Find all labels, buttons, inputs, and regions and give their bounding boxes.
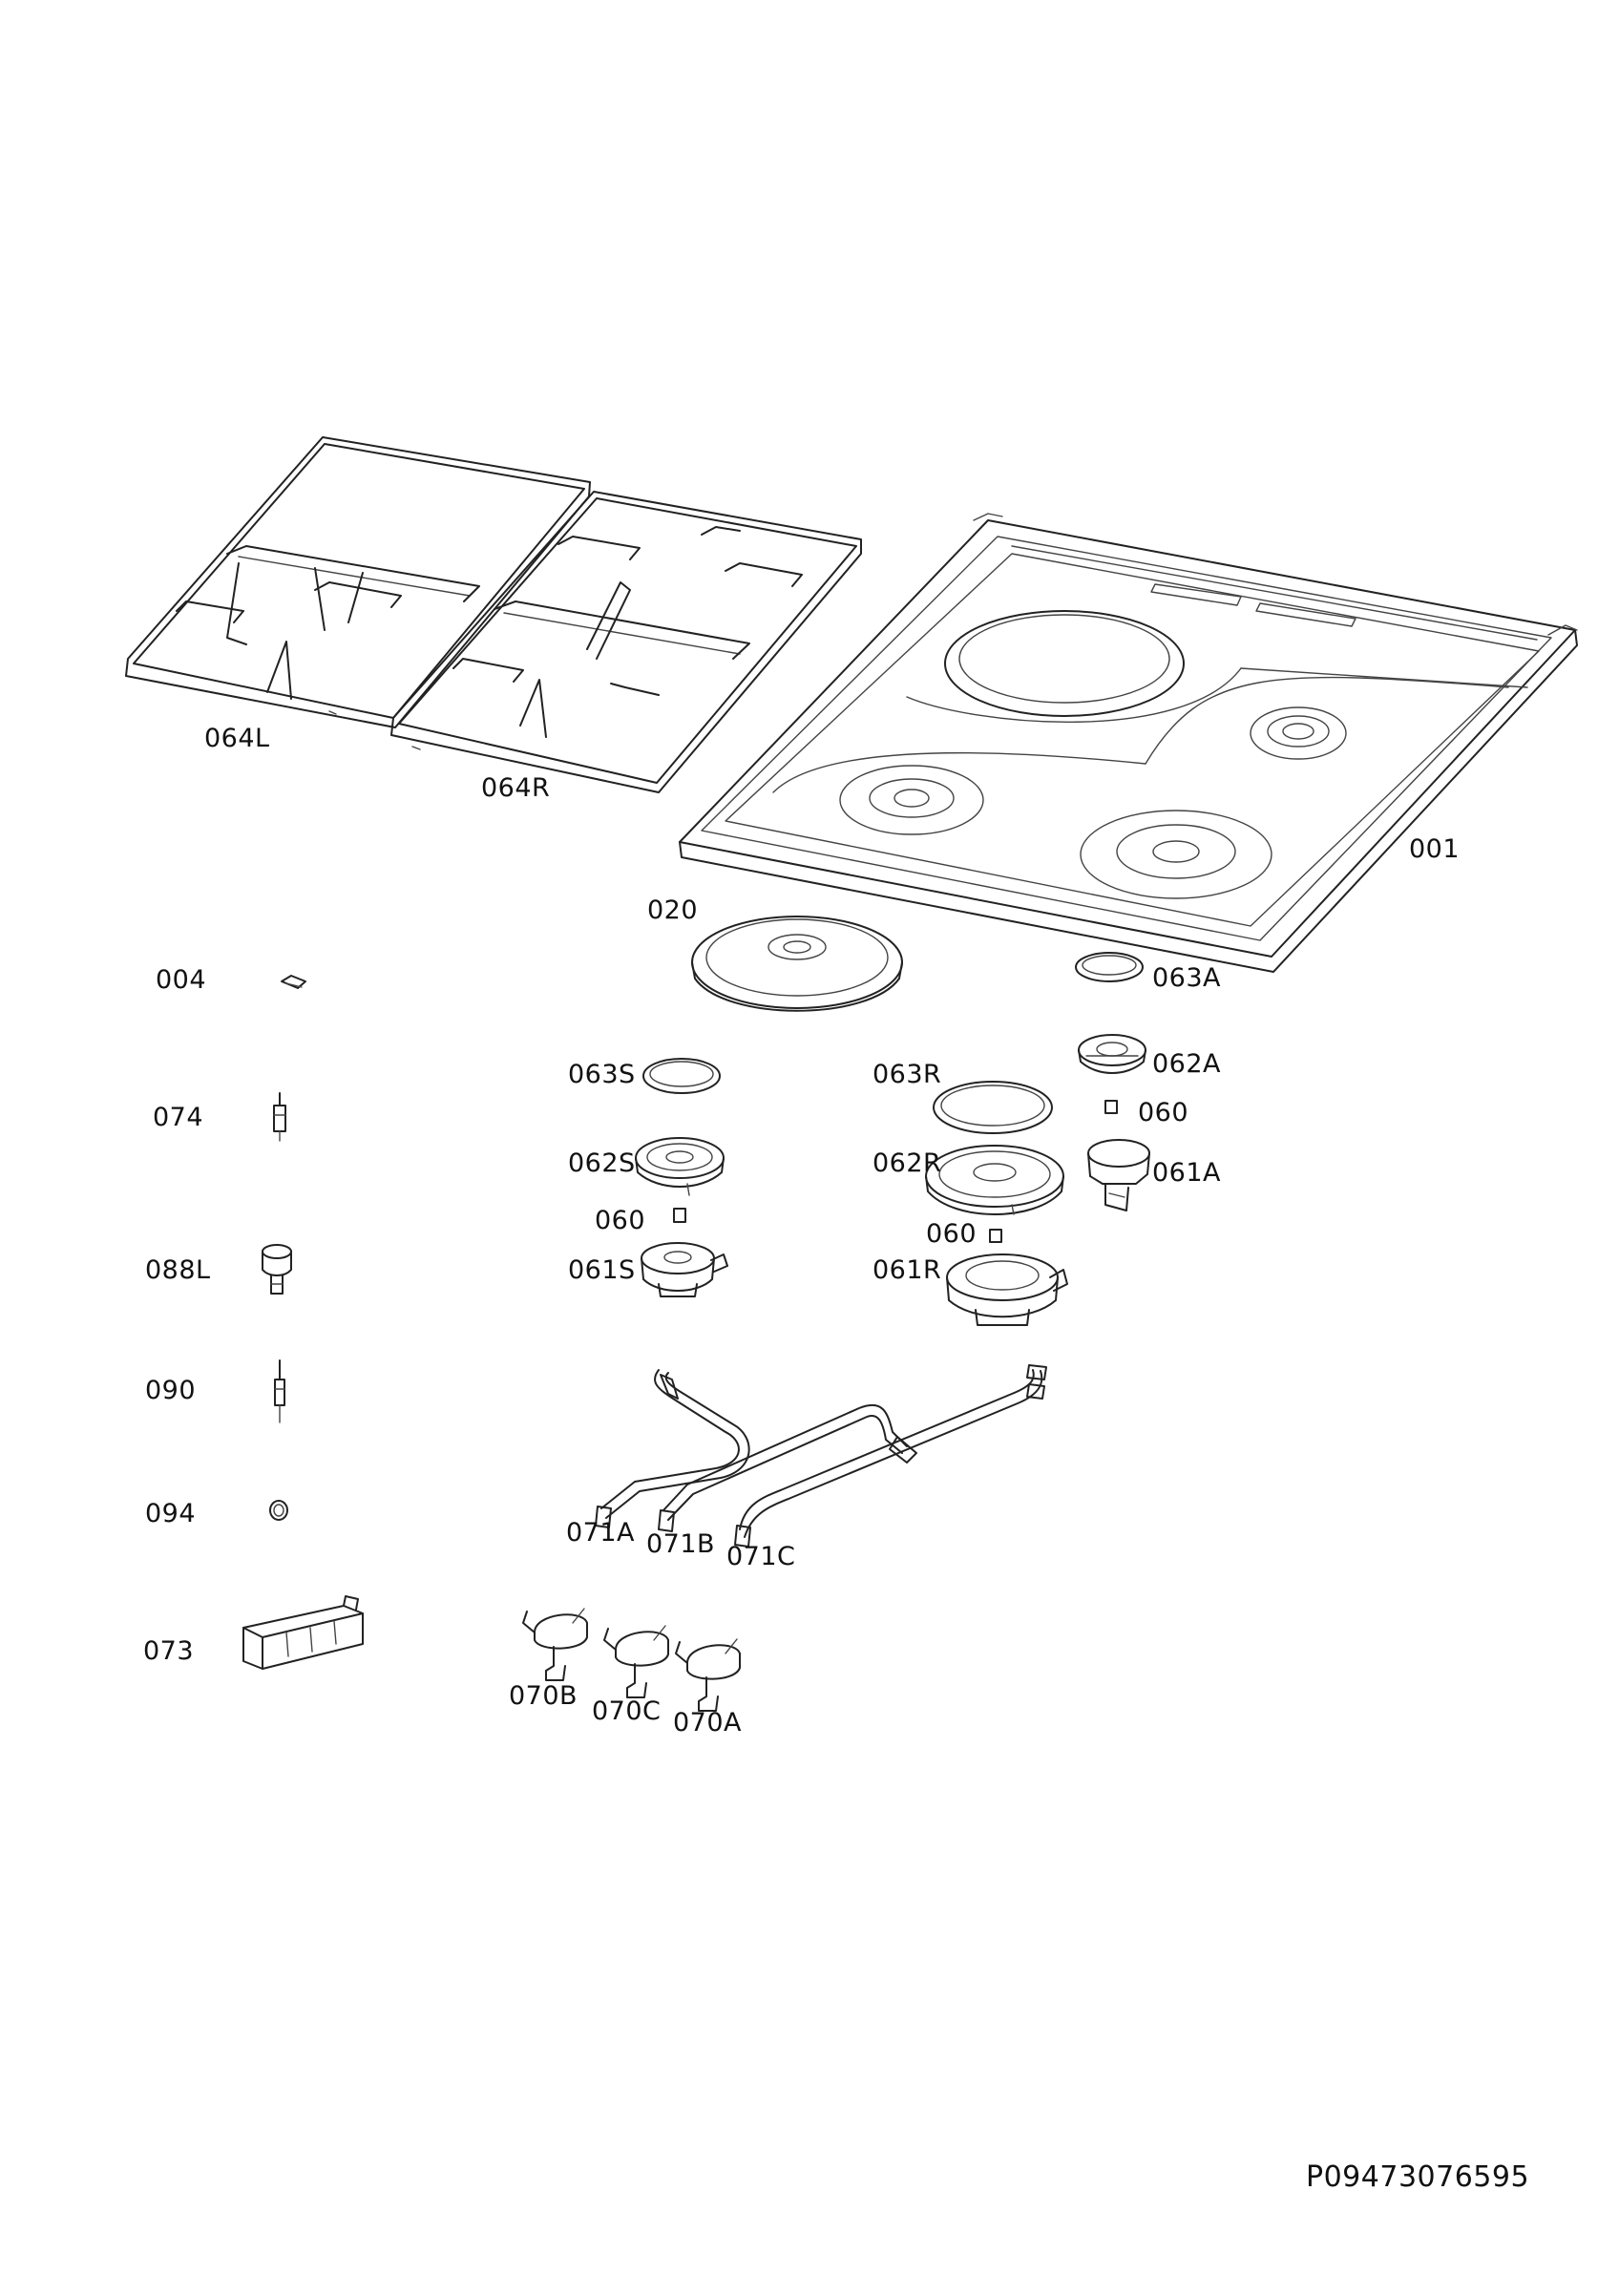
burner-body-061R-drawing: [946, 1253, 1068, 1326]
label-020: 020: [647, 895, 699, 925]
label-061R: 061R: [873, 1255, 942, 1285]
label-090: 090: [145, 1376, 197, 1405]
label-064L: 064L: [204, 724, 270, 753]
label-071A: 071A: [566, 1518, 636, 1548]
pan-support-064L-drawing: [125, 436, 591, 728]
electrode-074-drawing: [273, 1092, 286, 1142]
label-063A: 063A: [1152, 963, 1222, 993]
label-064R: 064R: [481, 773, 551, 803]
label-088L: 088L: [145, 1255, 211, 1285]
hob-top-001-drawing: [679, 513, 1578, 973]
gas-pipes-071-drawing: [595, 1364, 1047, 1548]
label-062A: 062A: [1152, 1049, 1222, 1079]
label-074: 074: [153, 1103, 204, 1132]
label-070A: 070A: [673, 1708, 743, 1738]
label-063R: 063R: [873, 1060, 942, 1089]
label-061A: 061A: [1152, 1158, 1222, 1188]
switch-block-073-drawing: [242, 1595, 364, 1670]
burner-crown-062S-drawing: [635, 1137, 725, 1196]
label-071B: 071B: [646, 1529, 716, 1559]
label-062S: 062S: [568, 1148, 636, 1178]
clip-004-drawing: [281, 975, 306, 989]
cap-063A-drawing: [1075, 952, 1144, 982]
cap-063R-drawing: [933, 1081, 1053, 1134]
ring-094-drawing: [269, 1500, 288, 1521]
label-004: 004: [156, 965, 207, 995]
knob-088L-drawing: [262, 1244, 292, 1295]
label-060-c: 060: [926, 1219, 978, 1249]
label-062R: 062R: [873, 1148, 942, 1178]
label-060-a: 060: [1138, 1098, 1189, 1127]
label-070C: 070C: [592, 1696, 662, 1726]
burner-crown-062R-drawing: [925, 1145, 1064, 1215]
pan-support-064R-drawing: [390, 491, 862, 793]
label-071C: 071C: [726, 1542, 796, 1571]
cap-063S-drawing: [642, 1058, 721, 1094]
burner-body-061S-drawing: [641, 1242, 728, 1297]
label-094: 094: [145, 1499, 197, 1528]
thermocouple-090-drawing: [274, 1359, 285, 1423]
label-001: 001: [1409, 834, 1461, 864]
label-061S: 061S: [568, 1255, 636, 1285]
label-060-b: 060: [595, 1206, 646, 1235]
burner-crown-062A-drawing: [1078, 1034, 1146, 1074]
label-063S: 063S: [568, 1060, 636, 1089]
injector-060-drawing: [673, 1100, 1118, 1243]
document-code: P09473076595: [1306, 2160, 1530, 2194]
gas-taps-070-drawing: [522, 1608, 741, 1712]
label-070B: 070B: [509, 1681, 578, 1711]
hotplate-020-drawing: [691, 916, 903, 1012]
label-073: 073: [143, 1636, 195, 1666]
burner-body-061A-drawing: [1087, 1139, 1150, 1211]
